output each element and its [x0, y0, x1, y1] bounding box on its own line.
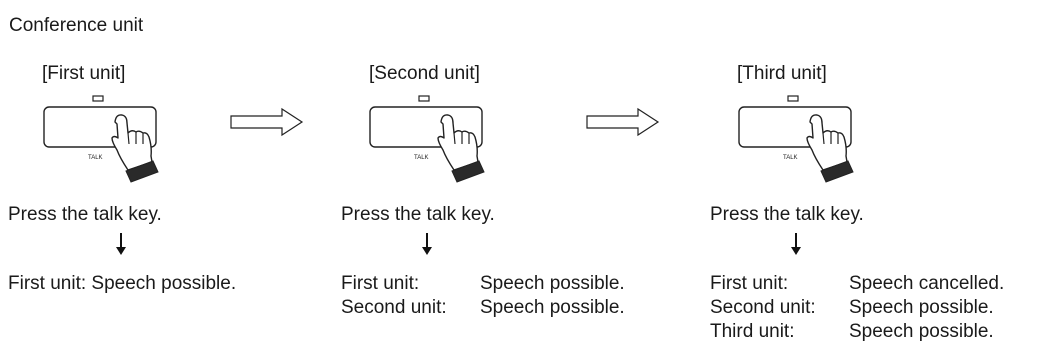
talk-key-label: TALK: [88, 155, 103, 161]
status-row: First unit: Speech cancelled.: [710, 272, 1004, 296]
status-state: Speech cancelled.: [849, 273, 1005, 294]
status-unit-name: Third unit:: [710, 321, 795, 342]
instruction-first: Press the talk key.: [8, 204, 162, 225]
status-state: Speech possible.: [849, 321, 994, 342]
talk-key-illustration-third: TALK: [738, 95, 854, 183]
unit-title-first: [First unit]: [42, 63, 126, 84]
status-unit-name: Second unit:: [710, 297, 816, 318]
right-arrow-icon: [586, 107, 660, 137]
down-arrow-icon: [422, 233, 432, 255]
unit-title-third: [Third unit]: [737, 63, 827, 84]
instruction-second: Press the talk key.: [341, 204, 495, 225]
talk-key-label: TALK: [783, 155, 798, 161]
talk-key-label: TALK: [414, 155, 429, 161]
status-row: First unit: Speech possible.: [341, 272, 625, 296]
talk-key-illustration-first: TALK: [43, 95, 159, 183]
status-state: Speech possible.: [480, 297, 625, 318]
pressing-hand-icon: [806, 114, 854, 183]
talk-key-illustration-second: TALK: [369, 95, 485, 183]
status-row: First unit: Speech possible.: [8, 272, 236, 296]
pressing-hand-icon: [437, 114, 485, 183]
diagram-heading: Conference unit: [9, 15, 144, 36]
status-unit-name: First unit:: [710, 273, 789, 294]
status-state: Speech possible.: [480, 273, 625, 294]
down-arrow-icon: [791, 233, 801, 255]
unit-title-second: [Second unit]: [369, 63, 480, 84]
right-arrow-icon: [230, 107, 304, 137]
down-arrow-icon: [116, 233, 126, 255]
status-row: Second unit: Speech possible.: [341, 296, 625, 320]
status-unit-name: First unit:: [8, 273, 87, 294]
status-state: Speech possible.: [849, 297, 994, 318]
status-row: Third unit: Speech possible.: [710, 320, 994, 344]
pressing-hand-icon: [111, 114, 159, 183]
status-row: Second unit: Speech possible.: [710, 296, 994, 320]
status-unit-name: First unit:: [341, 273, 420, 294]
status-state: Speech possible.: [91, 273, 237, 294]
status-unit-name: Second unit:: [341, 297, 447, 318]
instruction-third: Press the talk key.: [710, 204, 864, 225]
